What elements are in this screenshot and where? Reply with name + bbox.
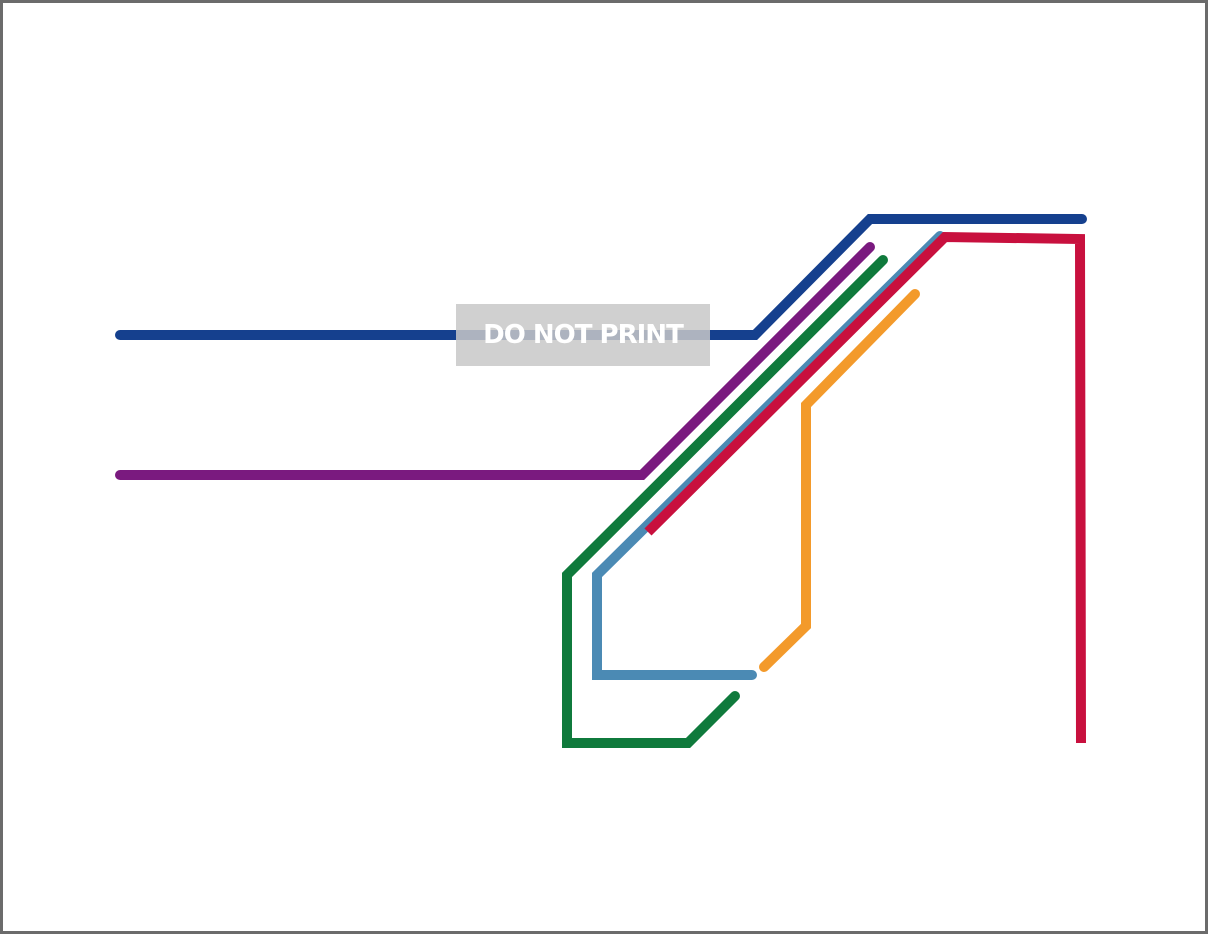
orange-line xyxy=(759,289,920,672)
purple-line xyxy=(115,242,875,480)
red-line xyxy=(644,231,1086,744)
dark-blue-line xyxy=(115,214,1087,340)
watermark-banner: DO NOT PRINT xyxy=(456,304,710,366)
watermark-text: DO NOT PRINT xyxy=(483,320,684,350)
green-line xyxy=(562,255,888,748)
light-blue-line xyxy=(592,231,945,680)
